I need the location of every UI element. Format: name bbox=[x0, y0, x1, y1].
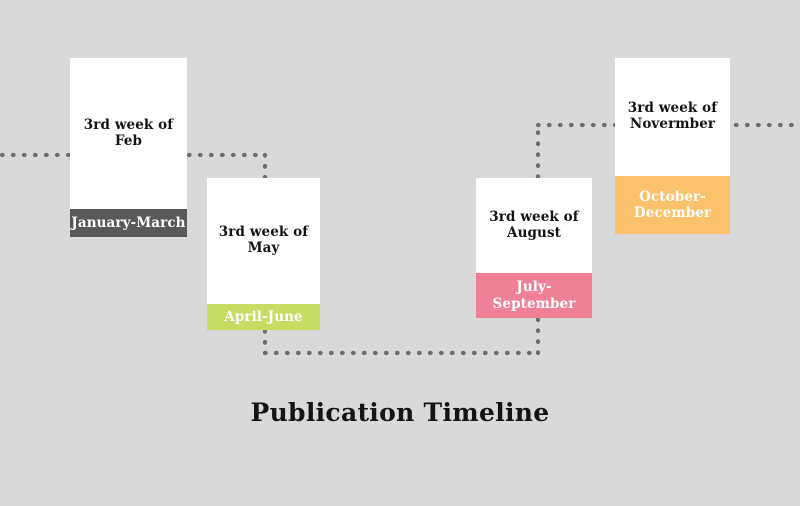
milestone-heading-container-q2: 3rd week of May bbox=[207, 178, 320, 304]
milestone-period-label-q2: April-June bbox=[224, 308, 303, 325]
milestone-heading-container-q1: 3rd week of Feb bbox=[70, 58, 187, 209]
milestone-card-q3: 3rd week of August July-September bbox=[476, 178, 592, 318]
milestone-heading-container-q4: 3rd week of Novermber bbox=[615, 58, 730, 176]
milestone-period-label-q1: January-March bbox=[71, 214, 186, 231]
milestone-card-q2: 3rd week of May April-June bbox=[207, 178, 320, 330]
milestone-period-band-q1: January-March bbox=[70, 209, 187, 237]
milestone-period-band-q3: July-September bbox=[476, 273, 592, 318]
milestone-period-label-q3: July-September bbox=[492, 279, 576, 312]
milestone-period-band-q2: April-June bbox=[207, 304, 320, 330]
milestone-period-band-q4: October-December bbox=[615, 176, 730, 234]
milestone-card-q1: 3rd week of Feb January-March bbox=[70, 58, 187, 237]
milestone-heading-q4: 3rd week of Novermber bbox=[627, 100, 718, 132]
page-title: Publication Timeline bbox=[250, 398, 550, 427]
milestone-heading-container-q3: 3rd week of August bbox=[476, 178, 592, 273]
milestone-period-label-q4: October-December bbox=[633, 188, 712, 221]
milestone-heading-q2: 3rd week of May bbox=[218, 224, 309, 256]
milestone-heading-q1: 3rd week of Feb bbox=[83, 116, 174, 149]
milestone-heading-q3: 3rd week of August bbox=[489, 208, 579, 241]
milestone-card-q4: 3rd week of Novermber October-December bbox=[615, 58, 730, 234]
